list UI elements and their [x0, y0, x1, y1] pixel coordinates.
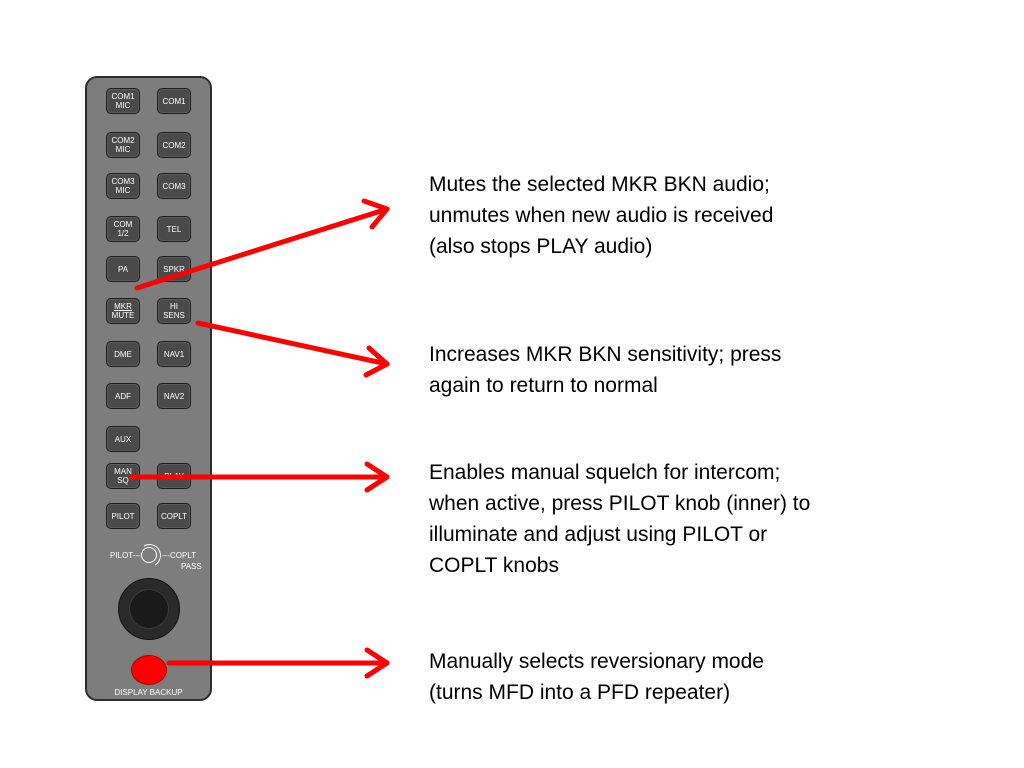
mkr-mute-button[interactable]: MKR MUTE [106, 298, 140, 324]
key-label: COPLT [160, 511, 188, 521]
key-label: COM2 [162, 140, 186, 150]
key-label: TEL [166, 224, 182, 234]
display-backup-label: DISPLAY BACKUP [114, 688, 183, 697]
pass-ring-icon [141, 547, 157, 563]
key-label: PLAY [164, 471, 184, 481]
nav2-button[interactable]: NAV2 [157, 383, 191, 409]
key-label: COM1 [111, 92, 135, 101]
callout-line: when active, press PILOT knob (inner) to [429, 492, 811, 515]
pilot-button[interactable]: PILOT [106, 503, 140, 529]
com12-button[interactable]: COM 1/2 [106, 216, 140, 242]
callout-line: Mutes the selected MKR BKN audio; [429, 173, 770, 196]
com3-mic-button[interactable]: COM3 MIC [106, 173, 140, 199]
key-label: NAV1 [163, 349, 185, 359]
key-label: MIC [115, 101, 131, 110]
com2-button[interactable]: COM2 [157, 132, 191, 158]
key-label: AUX [114, 434, 132, 444]
key-label: COM3 [162, 181, 186, 191]
hi-sens-button[interactable]: HI SENS [157, 298, 191, 324]
play-button[interactable]: PLAY [157, 463, 191, 489]
coplt-button[interactable]: COPLT [157, 503, 191, 529]
key-label: DME [114, 349, 132, 359]
key-label: SENS [163, 311, 185, 320]
callout-man-sq: Enables manual squelch for intercom; whe… [429, 457, 909, 581]
com2-mic-button[interactable]: COM2 MIC [106, 132, 140, 158]
callout-line: Increases MKR BKN sensitivity; press [429, 343, 782, 366]
callout-line: (turns MFD into a PFD repeater) [429, 681, 731, 704]
com1-button[interactable]: COM1 [157, 88, 191, 114]
arrow-hi-sens [195, 320, 390, 378]
key-label: COM1 [162, 96, 186, 106]
volume-knob-outer[interactable] [118, 578, 180, 640]
knob-pass-label: PASS [181, 562, 202, 571]
key-label: 1/2 [117, 229, 129, 238]
key-label: MIC [115, 186, 131, 195]
key-label: MIC [115, 145, 131, 154]
key-label: COM3 [111, 177, 135, 186]
callout-line: COPLT knobs [429, 554, 559, 577]
knob-coplt-label: COPLT [170, 551, 197, 560]
key-label: MKR [114, 302, 132, 311]
adf-button[interactable]: ADF [106, 383, 140, 409]
callout-line: Manually selects reversionary mode [429, 650, 764, 673]
key-label: HI [170, 302, 178, 311]
key-label: PILOT [111, 511, 135, 521]
key-label: COM2 [111, 136, 135, 145]
key-label: PA [117, 264, 129, 274]
spkr-button[interactable]: SPKR [157, 256, 191, 282]
key-label: ADF [115, 391, 131, 401]
callout-line: illuminate and adjust using PILOT or [429, 523, 768, 546]
callout-line: Enables manual squelch for intercom; [429, 461, 781, 484]
knob-pilot-label: PILOT [110, 551, 133, 560]
tel-button[interactable]: TEL [157, 216, 191, 242]
aux-button[interactable]: AUX [106, 426, 140, 452]
com1-mic-button[interactable]: COM1 MIC [106, 88, 140, 114]
callout-line: again to return to normal [429, 374, 658, 397]
key-label: COM [113, 220, 133, 229]
key-label: NAV2 [163, 391, 185, 401]
display-backup-button[interactable] [131, 655, 167, 685]
callout-line: (also stops PLAY audio) [429, 235, 653, 258]
key-label: SPKR [163, 264, 185, 274]
man-sq-button[interactable]: MAN SQ [106, 463, 140, 489]
nav1-button[interactable]: NAV1 [157, 341, 191, 367]
dme-button[interactable]: DME [106, 341, 140, 367]
callout-line: unmutes when new audio is received [429, 204, 774, 227]
callout-mkr-mute: Mutes the selected MKR BKN audio; unmute… [429, 169, 909, 262]
volume-knob-inner[interactable] [130, 590, 168, 628]
key-label: MAN [114, 467, 132, 476]
key-label: MUTE [111, 311, 135, 320]
key-label: SQ [117, 476, 129, 485]
callout-hi-sens: Increases MKR BKN sensitivity; press aga… [429, 339, 909, 401]
callout-display-backup: Manually selects reversionary mode (turn… [429, 646, 909, 708]
pa-button[interactable]: PA [106, 256, 140, 282]
com3-button[interactable]: COM3 [157, 173, 191, 199]
